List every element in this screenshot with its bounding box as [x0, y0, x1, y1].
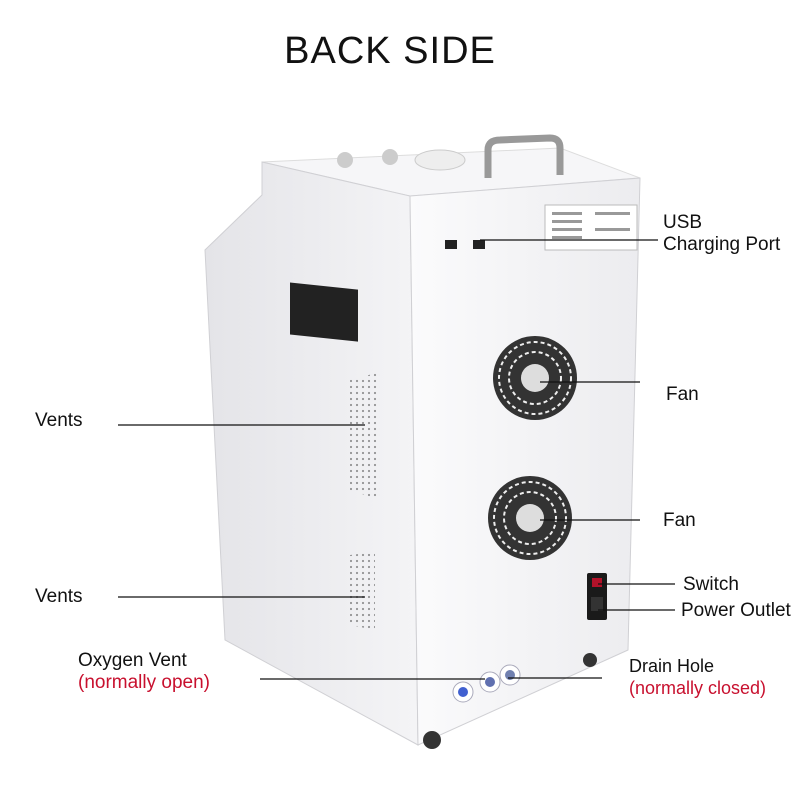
side-handle-slot: [290, 282, 358, 342]
callout-drain-hole-note: (normally closed): [629, 678, 767, 698]
callout-vents-top: Vents: [35, 410, 83, 431]
usb-port-icon: [473, 240, 485, 249]
callout-oxygen-vent-title: Oxygen Vent: [78, 650, 187, 671]
callout-switch: Switch: [683, 574, 739, 595]
label-sticker: [544, 204, 638, 251]
caster-wheel-icon: [583, 653, 597, 667]
callout-oxygen-vent-note: (normally open): [78, 672, 210, 693]
bottom-fittings-icon: [452, 664, 521, 703]
usb-port-icon: [445, 240, 457, 249]
callout-drain-hole: Drain Hole (normally closed): [629, 655, 766, 699]
caster-wheel-icon: [423, 731, 441, 749]
callout-drain-hole-title: Drain Hole: [629, 656, 715, 676]
callout-usb: USB Charging Port: [663, 212, 780, 256]
callout-vents-bottom: Vents: [35, 586, 83, 607]
callout-usb-line1: USB: [663, 212, 703, 233]
fan-bottom-icon: [488, 476, 572, 560]
callout-power-outlet: Power Outlet: [681, 600, 791, 621]
back-face: [409, 177, 641, 746]
side-face: [204, 161, 419, 746]
callout-fan-top: Fan: [666, 384, 699, 405]
callout-oxygen-vent: Oxygen Vent (normally open): [78, 650, 210, 694]
vents-bottom-icon: [350, 552, 375, 630]
fan-top-icon: [493, 336, 577, 420]
callout-fan-bottom: Fan: [663, 510, 696, 531]
page-title: BACK SIDE: [284, 30, 496, 72]
carry-handle-icon: [484, 134, 564, 178]
callout-usb-line2: Charging Port: [663, 234, 781, 255]
vents-top-icon: [350, 372, 380, 500]
